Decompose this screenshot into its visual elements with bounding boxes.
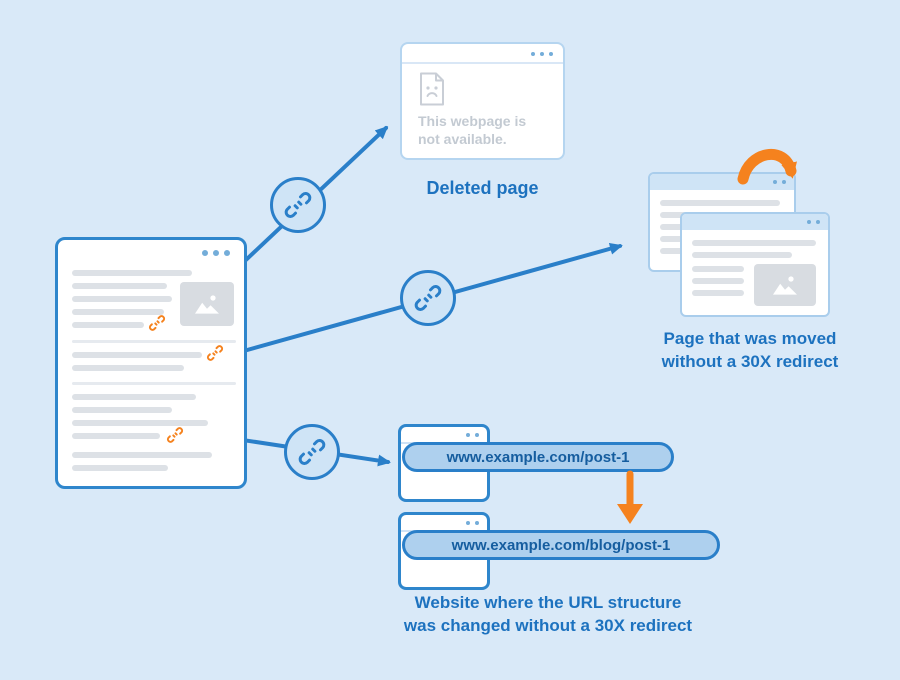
broken-link-icon: [284, 424, 340, 480]
broken-hyperlink-icon: [206, 345, 224, 361]
window-dots: [531, 52, 553, 56]
moved-page-card-front: [680, 212, 830, 317]
image-placeholder-icon: [754, 264, 816, 306]
moved-page-caption: Page that was moved without a 30X redire…: [661, 329, 839, 371]
broken-link-icon: [400, 270, 456, 326]
browser-header: [682, 214, 828, 230]
sad-page-icon: [420, 72, 444, 106]
old-url-pill: www.example.com/post-1: [402, 442, 674, 472]
deleted-page-card: This webpage is not available.: [400, 42, 565, 160]
window-dots: [466, 521, 479, 525]
broken-link-icon: [270, 177, 326, 233]
browser-header: [650, 174, 794, 190]
new-url-pill: www.example.com/blog/post-1: [402, 530, 720, 560]
window-dots: [202, 250, 230, 256]
down-arrow-icon: [617, 470, 643, 524]
broken-hyperlink-icon: [166, 427, 184, 443]
url-changed-caption: Website where the URL structure was chan…: [403, 593, 693, 635]
window-dots: [466, 433, 479, 437]
deleted-page-message: This webpage is not available.: [418, 113, 527, 148]
deleted-page-caption: Deleted page: [426, 178, 539, 198]
source-webpage-card: [55, 237, 247, 489]
broken-hyperlink-icon: [148, 315, 166, 331]
image-placeholder-icon: [180, 282, 234, 326]
